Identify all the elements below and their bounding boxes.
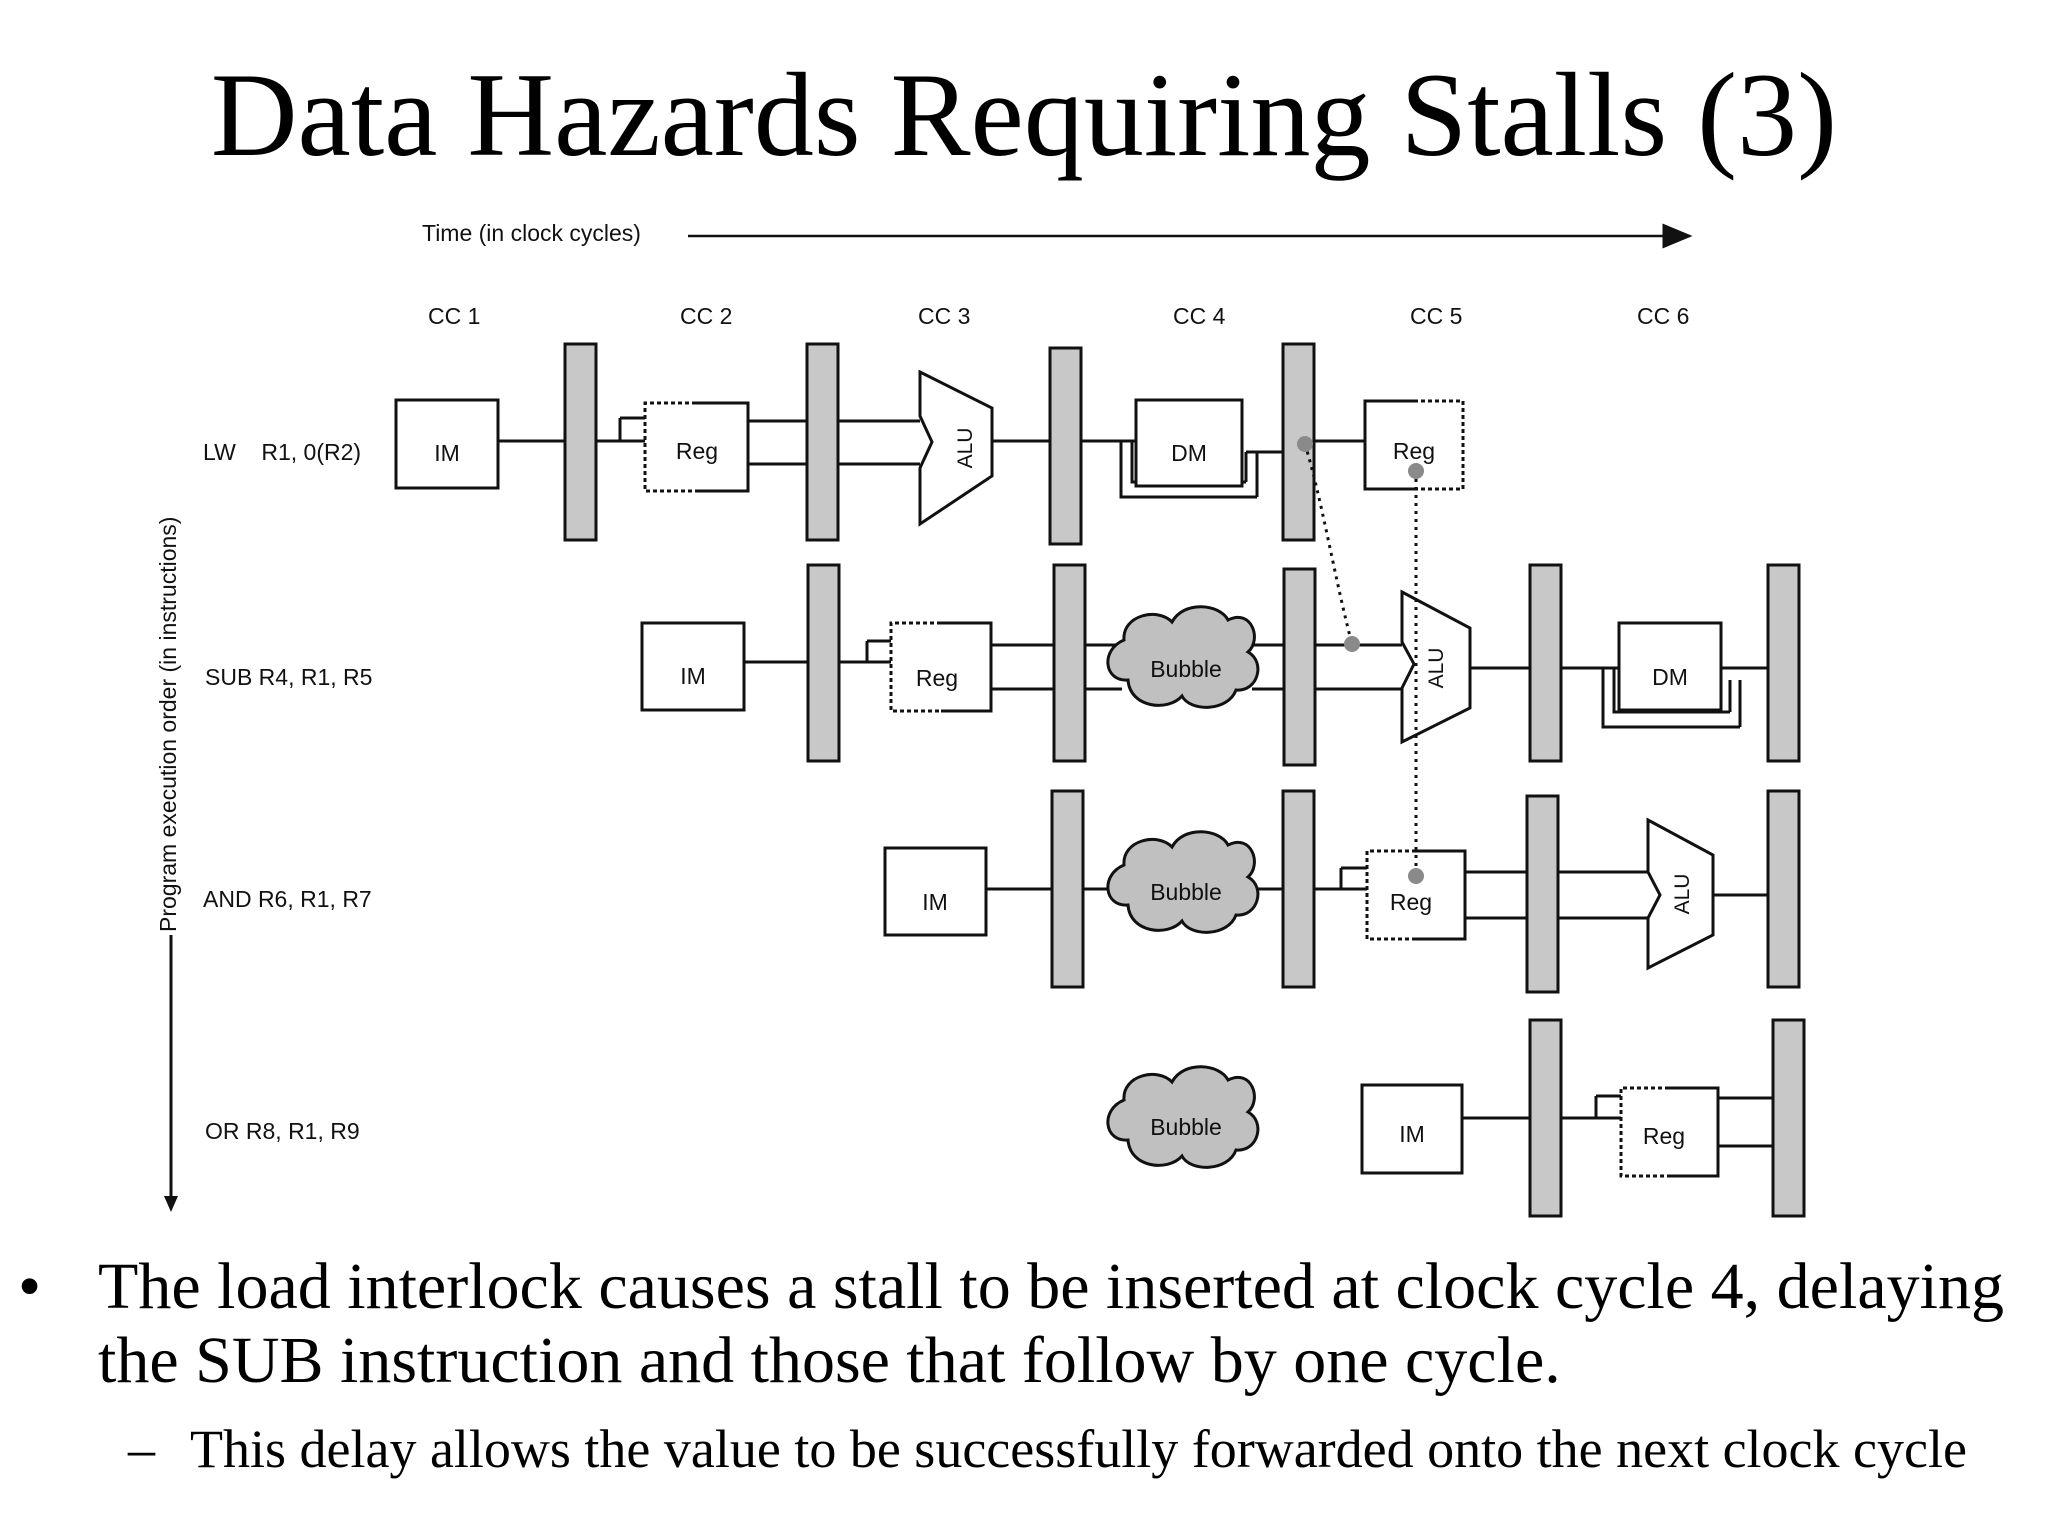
cc-label-4: CC 4 [1173,303,1226,329]
sub-dm-label: DM [1652,664,1688,690]
pipeline-register [1282,567,1317,767]
and-alu [1646,817,1715,971]
lw-reg-label: Reg [676,438,718,464]
pipeline-register [1052,563,1087,763]
sub-dm-box [1617,621,1723,712]
sub-im-label: IM [680,663,706,689]
lw-alu [918,369,994,527]
lw-dm-box [1134,398,1244,488]
pipeline-register [1766,789,1801,989]
order-axis-arrowhead [164,1196,178,1212]
pipeline-register [1048,346,1083,546]
or-im-box [1360,1083,1464,1175]
cc-label-2: CC 2 [680,303,732,329]
sub-reg-label: Reg [916,665,958,691]
or-bubble-label: Bubble [1150,1114,1222,1140]
and-alu-label: ALU [1671,874,1694,915]
instr-label-and: AND R6, R1, R7 [203,886,372,912]
sub-bullet-marker: – [128,1419,155,1479]
instr-label-sub: SUB R4, R1, R5 [205,664,372,690]
and-bubble-label: Bubble [1150,879,1222,905]
lw-im-label: IM [434,440,460,466]
order-axis-label: Program execution order (in instructions… [155,517,181,932]
pipeline-register [1050,789,1085,989]
or-reg-label: Reg [1643,1123,1685,1149]
bullet-item: • The load interlock causes a stall to b… [18,1250,2028,1398]
pipeline-register [1771,1018,1806,1218]
pipeline-register [1528,563,1563,763]
slide-title: Data Hazards Requiring Stalls (3) [210,48,1838,181]
sub-bubble-label: Bubble [1150,656,1222,682]
and-bubble [1106,830,1260,934]
pipeline-register [806,563,841,763]
row-or [1462,1094,1773,1148]
forward-source-dot [1297,436,1313,452]
and-reg-label: Reg [1390,889,1432,915]
sub-bubble [1106,605,1260,709]
cc-label-3: CC 3 [918,303,970,329]
sub-bullet-item: – This delay allows the value to be succ… [128,1419,1990,1479]
sub-bullet-text: This delay allows the value to be succes… [190,1419,1967,1479]
or-im-label: IM [1399,1121,1425,1147]
pipeline-register [1766,563,1801,763]
pipeline-register [1525,794,1560,994]
bullet-text: The load interlock causes a stall to be … [98,1250,2004,1397]
lw-im-box [394,398,500,490]
lw-alu-label: ALU [954,428,977,469]
bullet-marker: • [18,1250,42,1323]
cc-label-5: CC 5 [1410,303,1462,329]
pipeline-register [1528,1018,1563,1218]
cc-label-1: CC 1 [428,303,480,329]
lw-dm-label: DM [1171,440,1207,466]
or-bubble [1106,1065,1260,1169]
and-im-label: IM [922,889,948,915]
row-sub [744,639,1768,729]
pipeline-register [563,342,598,542]
forward-target-dot [1344,636,1360,652]
cc-label-6: CC 6 [1637,303,1689,329]
instr-label-or: OR R8, R1, R9 [205,1118,360,1144]
read-dot [1408,868,1424,884]
sub-alu [1400,589,1472,745]
sub-reg-box [889,621,993,713]
pipeline-diagram: Time (in clock cycles) CC 1 CC 2 CC 3 CC… [155,220,1806,1218]
lw-reg-writeback-label: Reg [1393,438,1435,464]
and-im-box [883,846,988,937]
pipeline-register [1281,789,1316,989]
sub-alu-label: ALU [1425,648,1448,689]
sub-im-box [640,621,746,712]
time-axis-label: Time (in clock cycles) [422,220,641,246]
or-reg-box [1619,1086,1720,1178]
writeback-dot [1408,463,1424,479]
row-and [986,866,1768,920]
row-lw [498,416,1365,499]
lw-reg-box [643,401,750,493]
pipeline-register [805,342,840,542]
instr-label-lw: LW R1, 0(R2) [203,439,361,465]
